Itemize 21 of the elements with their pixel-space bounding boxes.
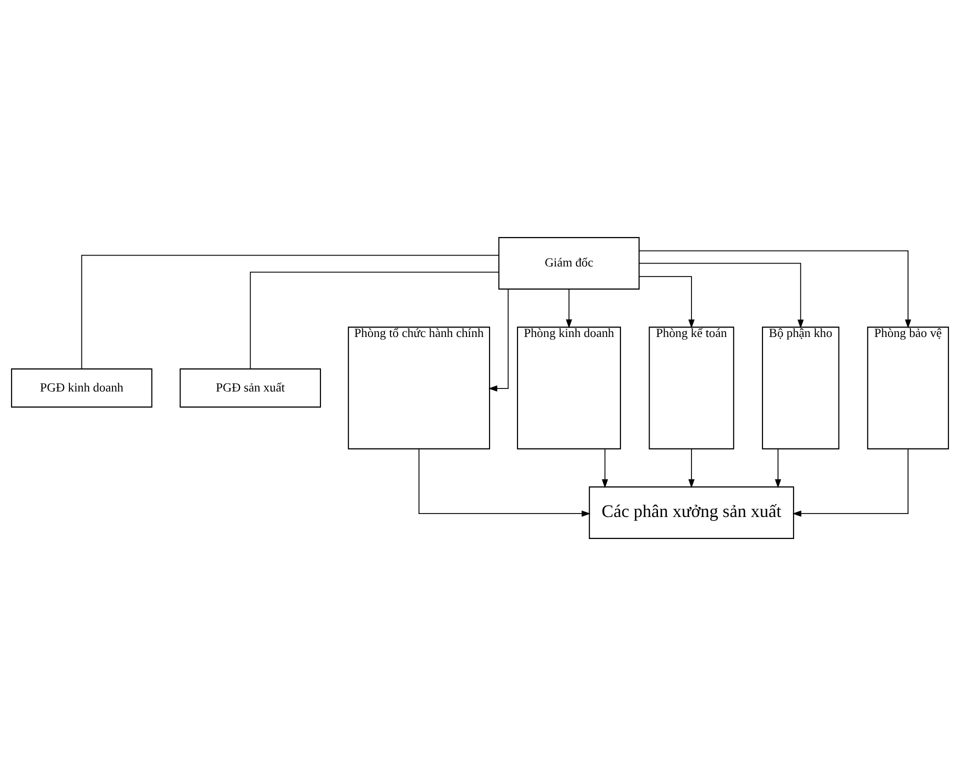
node-box: PGĐ kinh doanh bbox=[11, 368, 152, 408]
arrow bbox=[792, 448, 908, 517]
node-box: PGĐ sản xuất bbox=[180, 368, 321, 408]
arrow bbox=[774, 448, 782, 488]
node-box: Phòng bảo vệ bbox=[867, 326, 949, 450]
node-box: Phòng kế toán bbox=[648, 326, 734, 450]
connector bbox=[250, 272, 500, 370]
node-box: Bộ phận kho bbox=[762, 326, 840, 450]
arrow bbox=[688, 448, 695, 488]
arrow bbox=[638, 250, 912, 328]
arrow bbox=[418, 448, 591, 517]
arrow bbox=[638, 276, 695, 328]
arrow bbox=[638, 262, 804, 328]
node-box: Phòng tổ chức hành chính bbox=[348, 326, 490, 450]
connector bbox=[81, 254, 500, 370]
node-box: Phòng kinh doanh bbox=[516, 326, 621, 450]
arrow bbox=[566, 288, 572, 328]
node-box: Giám đốc bbox=[498, 237, 640, 290]
arrow bbox=[602, 448, 608, 488]
arrow bbox=[488, 288, 509, 392]
node-box: Các phân xưởng sản xuất bbox=[588, 486, 794, 539]
